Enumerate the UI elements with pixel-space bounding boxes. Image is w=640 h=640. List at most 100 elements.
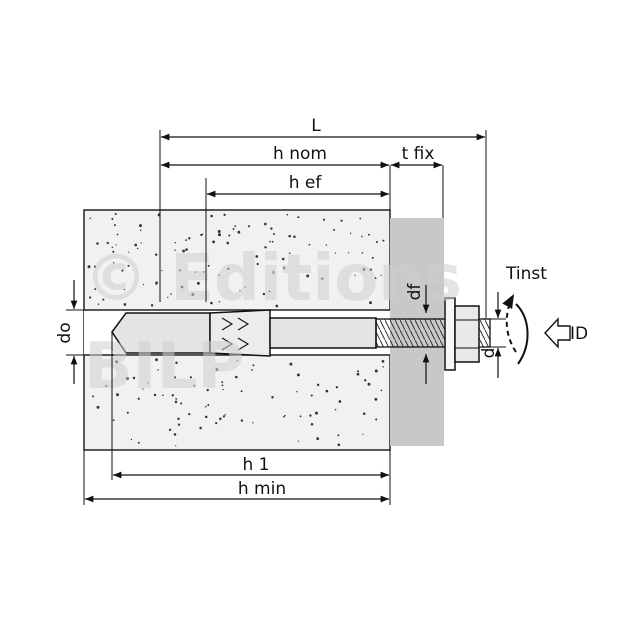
speckle bbox=[228, 234, 231, 237]
speckle bbox=[175, 445, 177, 447]
speckle bbox=[271, 240, 274, 243]
speckle bbox=[204, 415, 208, 419]
speckle bbox=[115, 360, 119, 364]
speckle bbox=[96, 405, 100, 409]
speckle bbox=[174, 241, 177, 244]
speckle bbox=[226, 241, 230, 245]
thread-end bbox=[477, 318, 491, 348]
speckle bbox=[116, 233, 119, 236]
speckle bbox=[157, 369, 159, 371]
speckle bbox=[123, 288, 126, 291]
label-h-nom: h nom bbox=[273, 144, 327, 164]
speckle bbox=[263, 222, 267, 226]
label-t-fix: t fix bbox=[402, 144, 435, 164]
dimension-d bbox=[490, 292, 506, 378]
speckle bbox=[289, 362, 293, 366]
speckle bbox=[121, 269, 124, 272]
speckle bbox=[374, 369, 378, 373]
speckle bbox=[347, 252, 350, 254]
speckle bbox=[191, 293, 195, 296]
speckle bbox=[262, 292, 266, 296]
speckle bbox=[161, 269, 163, 272]
speckle bbox=[185, 248, 188, 251]
speckle bbox=[251, 369, 253, 371]
speckle bbox=[244, 286, 246, 288]
speckle bbox=[155, 282, 158, 285]
label-df: df bbox=[405, 283, 425, 301]
speckle bbox=[321, 277, 324, 280]
speckle bbox=[196, 281, 200, 285]
speckle bbox=[175, 397, 178, 400]
anchor-bolt bbox=[111, 297, 491, 371]
speckle bbox=[96, 242, 99, 245]
speckle bbox=[272, 272, 275, 274]
speckle bbox=[174, 400, 178, 404]
speckle bbox=[218, 233, 221, 237]
speckle bbox=[367, 382, 371, 386]
speckle bbox=[89, 217, 92, 219]
speckle bbox=[310, 394, 313, 397]
speckle bbox=[268, 290, 271, 293]
speckle bbox=[368, 233, 370, 236]
speckle bbox=[380, 274, 382, 277]
speckle bbox=[338, 400, 342, 403]
speckle bbox=[113, 224, 116, 227]
speckle bbox=[179, 269, 182, 272]
speckle bbox=[194, 271, 197, 273]
speckle bbox=[111, 246, 114, 249]
speckle bbox=[256, 262, 259, 266]
speckle bbox=[272, 270, 275, 273]
speckle bbox=[177, 417, 180, 420]
speckle bbox=[200, 233, 203, 237]
speckle bbox=[374, 277, 377, 280]
speckle bbox=[357, 370, 360, 373]
speckle bbox=[130, 438, 133, 441]
speckle bbox=[173, 433, 177, 436]
label-h-min: h min bbox=[238, 479, 286, 499]
speckle bbox=[371, 256, 374, 259]
speckle bbox=[155, 358, 158, 362]
speckle bbox=[308, 243, 311, 246]
speckle bbox=[136, 247, 139, 250]
speckle bbox=[182, 249, 186, 253]
expansion-sleeve bbox=[209, 309, 271, 357]
speckle bbox=[167, 296, 169, 299]
speckle bbox=[207, 404, 210, 406]
speckle bbox=[142, 388, 144, 390]
label-do: do bbox=[55, 322, 75, 343]
speckle bbox=[174, 249, 176, 251]
threaded-rod bbox=[375, 318, 447, 348]
speckle bbox=[335, 386, 339, 389]
speckle bbox=[264, 246, 267, 249]
label-id: ID bbox=[570, 324, 588, 344]
speckle bbox=[381, 360, 385, 363]
speckle bbox=[137, 397, 140, 400]
speckle bbox=[296, 391, 298, 393]
speckle bbox=[275, 304, 279, 308]
speckle bbox=[382, 239, 385, 242]
speckle bbox=[125, 377, 129, 380]
speckle bbox=[349, 232, 352, 234]
speckle bbox=[142, 283, 145, 286]
label-h-ef: h ef bbox=[289, 173, 323, 193]
speckle bbox=[227, 267, 230, 270]
speckle bbox=[188, 237, 191, 240]
speckle bbox=[271, 396, 274, 399]
speckle bbox=[380, 389, 383, 392]
speckle bbox=[154, 253, 158, 256]
speckle bbox=[354, 274, 356, 277]
speckle bbox=[221, 381, 224, 384]
speckle bbox=[128, 251, 130, 253]
speckle bbox=[299, 415, 302, 418]
speckle bbox=[212, 240, 216, 244]
label-L: L bbox=[311, 116, 321, 136]
speckle bbox=[333, 228, 336, 231]
anchor-shaft bbox=[269, 317, 377, 349]
speckle bbox=[255, 255, 259, 258]
speckle bbox=[87, 265, 91, 269]
speckle bbox=[94, 288, 97, 291]
speckle bbox=[240, 390, 243, 393]
speckle bbox=[334, 408, 337, 411]
speckle bbox=[296, 373, 300, 377]
